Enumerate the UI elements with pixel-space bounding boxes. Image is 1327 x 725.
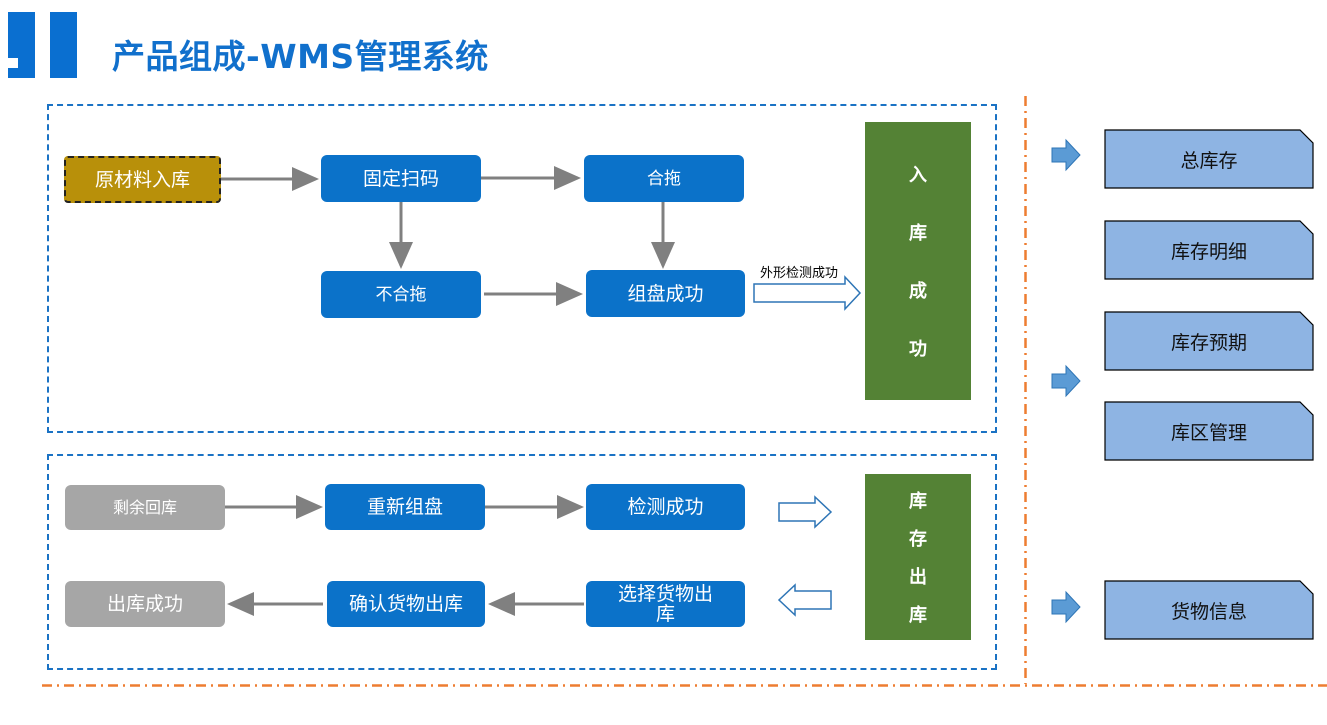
- inbound-success-char: 入: [909, 165, 927, 186]
- stock-out-char: 库: [909, 605, 927, 626]
- raw-material-inbound[interactable]: 原材料入库: [64, 156, 221, 203]
- inbound-success-char: 功: [909, 339, 927, 360]
- arrow-right-icon: [1051, 590, 1081, 624]
- inbound-success-char: 成: [909, 281, 927, 302]
- shape-check-label: 外形检测成功: [760, 266, 839, 281]
- total-stock-label: 总库存: [1180, 149, 1238, 172]
- check-success-step[interactable]: 检测成功: [586, 484, 745, 530]
- block-arrow-icon: [777, 583, 832, 617]
- horizontal-divider: [42, 684, 1327, 687]
- stock-forecast-label: 库存预期: [1170, 331, 1247, 354]
- regroup-step[interactable]: 重新组盘: [325, 484, 485, 530]
- no-palletize-step[interactable]: 不合拖: [321, 271, 481, 318]
- inbound-panel: [47, 104, 997, 433]
- select-goods-out-step[interactable]: 选择货物出 库: [586, 581, 745, 627]
- fixed-scan-step[interactable]: 固定扫码: [321, 155, 481, 202]
- block-arrow-icon: [778, 495, 833, 529]
- select-goods-line1: 选择货物出: [617, 583, 713, 605]
- total-stock-module[interactable]: 总库存: [1104, 129, 1314, 189]
- logo-notch: [8, 58, 18, 68]
- remaining-return-step[interactable]: 剩余回库: [65, 485, 225, 530]
- block-arrow-icon: [753, 275, 862, 311]
- zone-management-label: 库区管理: [1170, 421, 1247, 444]
- stock-out-char: 出: [909, 567, 927, 588]
- logo-bar-right: [50, 12, 77, 78]
- inbound-success-char: 库: [909, 223, 927, 244]
- palletize-step[interactable]: 合拖: [584, 155, 744, 202]
- arrow-right-icon: [1051, 138, 1081, 172]
- stock-detail-label: 库存明细: [1170, 240, 1247, 263]
- confirm-goods-out-step[interactable]: 确认货物出库: [327, 581, 485, 627]
- goods-info-label: 货物信息: [1170, 600, 1247, 623]
- group-success-step[interactable]: 组盘成功: [586, 270, 745, 317]
- goods-info-module[interactable]: 货物信息: [1104, 580, 1314, 640]
- vertical-divider: [1024, 96, 1027, 684]
- select-goods-line2: 库: [655, 603, 675, 625]
- stock-out-char: 库: [909, 491, 927, 512]
- page-title: 产品组成-WMS管理系统: [112, 37, 489, 76]
- stock-detail-module[interactable]: 库存明细: [1104, 220, 1314, 280]
- zone-management-module[interactable]: 库区管理: [1104, 401, 1314, 461]
- outbound-success-step[interactable]: 出库成功: [65, 581, 225, 627]
- inbound-success-column: 入 库 成 功: [865, 122, 971, 400]
- outbound-panel: [47, 454, 997, 670]
- stock-out-column: 库 存 出 库: [865, 474, 971, 640]
- arrow-right-icon: [1051, 364, 1081, 398]
- stock-forecast-module[interactable]: 库存预期: [1104, 311, 1314, 371]
- stock-out-char: 存: [909, 529, 927, 550]
